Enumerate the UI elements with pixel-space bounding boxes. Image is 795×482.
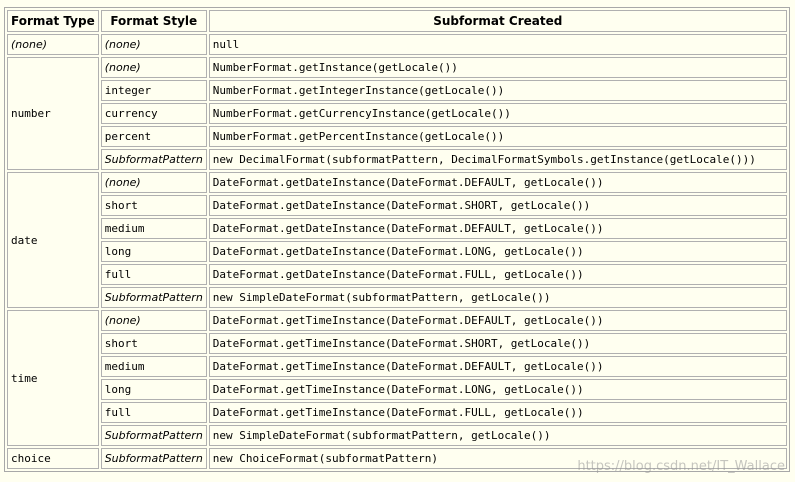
format-type-cell: number xyxy=(7,57,99,170)
format-style-cell: percent xyxy=(100,126,207,147)
header-subformat-created: Subformat Created xyxy=(208,10,787,32)
header-format-style: Format Style xyxy=(100,10,207,32)
format-style-cell: (none) xyxy=(100,310,207,331)
subformat-created-cell: null xyxy=(208,34,787,55)
format-style-cell: medium xyxy=(100,218,207,239)
subformat-created-cell: DateFormat.getTimeInstance(DateFormat.FU… xyxy=(208,402,787,423)
subformat-created-cell: NumberFormat.getInstance(getLocale()) xyxy=(208,57,787,78)
subformat-created-cell: new ChoiceFormat(subformatPattern) xyxy=(208,448,787,469)
table-row: number(none)NumberFormat.getInstance(get… xyxy=(7,57,787,170)
subformat-created-cell: DateFormat.getTimeInstance(DateFormat.DE… xyxy=(208,356,787,377)
format-type-cell: choice xyxy=(7,448,99,469)
subformat-created-cell: NumberFormat.getCurrencyInstance(getLoca… xyxy=(208,103,787,124)
format-style-cell: long xyxy=(100,241,207,262)
format-style-cell: (none) xyxy=(100,172,207,193)
table-row: date(none)DateFormat.getDateInstance(Dat… xyxy=(7,172,787,308)
format-style-cell: short xyxy=(100,195,207,216)
header-format-type: Format Type xyxy=(7,10,99,32)
format-style-cell: (none) xyxy=(100,34,207,55)
format-style-cell: SubformatPattern xyxy=(100,287,207,308)
subformat-table: Format Type Format Style Subformat Creat… xyxy=(4,7,790,472)
format-style-cell: (none) xyxy=(100,57,207,78)
format-style-cell: SubformatPattern xyxy=(100,425,207,446)
subformat-created-cell: new SimpleDateFormat(subformatPattern, g… xyxy=(208,287,787,308)
format-type-cell: time xyxy=(7,310,99,446)
format-type-cell: (none) xyxy=(7,34,99,55)
format-type-cell: date xyxy=(7,172,99,308)
format-style-cell: currency xyxy=(100,103,207,124)
table-row: (none)(none)null xyxy=(7,34,787,55)
format-style-cell: short xyxy=(100,333,207,354)
header-row: Format Type Format Style Subformat Creat… xyxy=(7,10,787,32)
format-style-cell: SubformatPattern xyxy=(100,149,207,170)
table-row: time(none)DateFormat.getTimeInstance(Dat… xyxy=(7,310,787,446)
subformat-created-cell: new DecimalFormat(subformatPattern, Deci… xyxy=(208,149,787,170)
subformat-created-cell: DateFormat.getTimeInstance(DateFormat.SH… xyxy=(208,333,787,354)
subformat-created-cell: NumberFormat.getPercentInstance(getLocal… xyxy=(208,126,787,147)
watermark: https://blog.csdn.net/IT_Wallace xyxy=(577,459,785,474)
subformat-created-cell: DateFormat.getDateInstance(DateFormat.DE… xyxy=(208,218,787,239)
format-style-cell: SubformatPattern xyxy=(100,448,207,469)
subformat-created-cell: DateFormat.getTimeInstance(DateFormat.LO… xyxy=(208,379,787,400)
format-style-cell: long xyxy=(100,379,207,400)
format-style-cell: integer xyxy=(100,80,207,101)
subformat-created-cell: DateFormat.getDateInstance(DateFormat.FU… xyxy=(208,264,787,285)
subformat-created-cell: DateFormat.getDateInstance(DateFormat.DE… xyxy=(208,172,787,193)
subformat-created-cell: new SimpleDateFormat(subformatPattern, g… xyxy=(208,425,787,446)
subformat-created-cell: DateFormat.getTimeInstance(DateFormat.DE… xyxy=(208,310,787,331)
subformat-created-cell: DateFormat.getDateInstance(DateFormat.SH… xyxy=(208,195,787,216)
subformat-created-cell: NumberFormat.getIntegerInstance(getLocal… xyxy=(208,80,787,101)
format-style-cell: medium xyxy=(100,356,207,377)
format-style-cell: full xyxy=(100,264,207,285)
subformat-created-cell: DateFormat.getDateInstance(DateFormat.LO… xyxy=(208,241,787,262)
format-style-cell: full xyxy=(100,402,207,423)
